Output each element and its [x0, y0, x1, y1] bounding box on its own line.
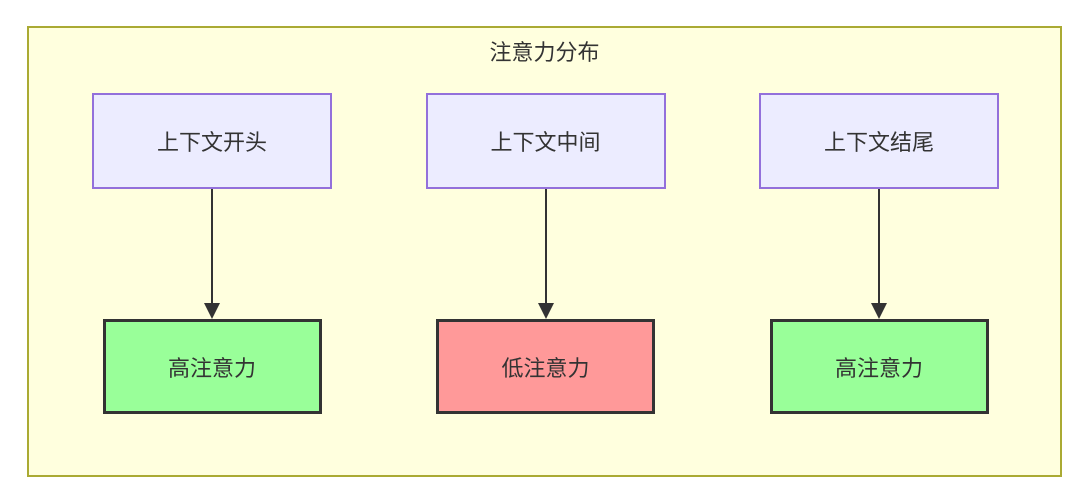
node-context-start: 上下文开头	[92, 93, 332, 189]
attention-distribution-cluster: 注意力分布 上下文开头 高注意力 上下文中间 低注意力 上下文结尾	[27, 26, 1062, 477]
arrow-down-icon	[537, 189, 554, 319]
arrow-down-icon	[204, 189, 220, 319]
node-context-middle: 上下文中间	[425, 93, 666, 189]
diagram-columns: 上下文开头 高注意力 上下文中间 低注意力 上下文结尾	[29, 93, 1060, 414]
column-context-middle: 上下文中间 低注意力	[421, 93, 671, 414]
arrow-down-icon	[871, 189, 887, 319]
column-context-start: 上下文开头 高注意力	[87, 93, 337, 414]
cluster-title: 注意力分布	[489, 40, 600, 65]
node-context-end: 上下文结尾	[759, 93, 999, 189]
node-high-attention-2: 高注意力	[769, 319, 989, 414]
column-context-end: 上下文结尾 高注意力	[754, 93, 1004, 414]
node-low-attention: 低注意力	[436, 319, 655, 414]
node-high-attention-1: 高注意力	[102, 319, 322, 414]
